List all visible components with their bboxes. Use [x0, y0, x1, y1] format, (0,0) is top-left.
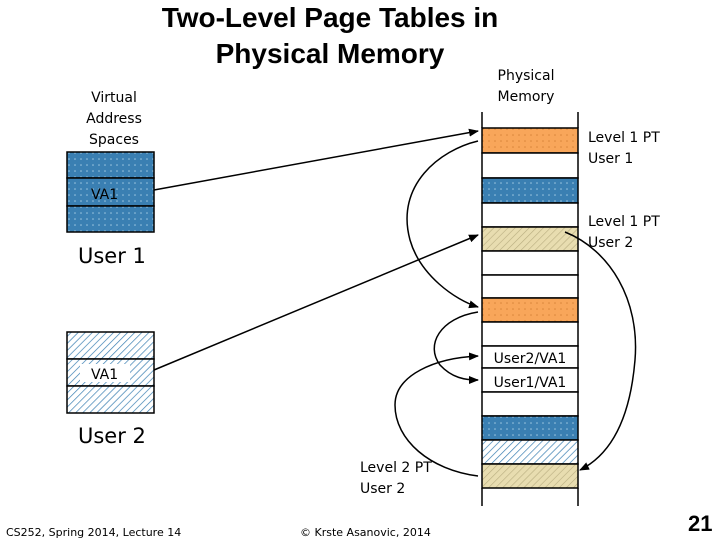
user1-page-0	[66, 151, 155, 179]
phys-frame-user1-page-2	[481, 415, 579, 441]
phys-frame-empty-6	[481, 391, 579, 417]
phys-frame-user1-va1	[481, 367, 579, 393]
phys-frame-l2-user1	[481, 297, 579, 323]
phys-frame-l2-user2	[481, 463, 579, 489]
level1-pt-user1-label: Level 1 PT User 1	[588, 130, 660, 167]
phys-frame-empty-1	[481, 152, 579, 179]
user2-label: User 2	[78, 424, 146, 448]
arrow-l1u2-to-l2u2	[564, 231, 637, 471]
course-footer: CS252, Spring 2014, Lecture 14	[6, 526, 182, 539]
arrow-l1u1-to-l2u1	[406, 140, 479, 309]
phys-frame-empty-2	[481, 202, 579, 228]
virtual-address-spaces-label: Virtual Address Spaces	[86, 90, 142, 148]
physical-memory-label: Physical Memory	[497, 68, 555, 105]
phys-frame-l1-user2	[481, 226, 579, 252]
phys-frame-l1-user1	[481, 127, 579, 154]
user1-va1-frame-label: User1/VA1	[494, 375, 567, 391]
user1-va1-label: VA1	[91, 187, 118, 203]
user2-page-0	[66, 331, 155, 360]
arrow-l2u2-to-va1	[394, 352, 479, 477]
physical-memory	[481, 112, 579, 506]
user1-address-space	[66, 151, 155, 233]
user2-va1-label-bg	[80, 364, 130, 382]
level1-pt-user2-label: Level 1 PT User 2	[588, 214, 660, 251]
page-number: 21	[688, 511, 713, 536]
arrow-user1-to-l1	[153, 128, 479, 191]
page-title: Two-Level Page Tables in Physical Memory	[161, 2, 499, 69]
phys-frame-empty-4	[481, 274, 579, 299]
arrows	[153, 128, 637, 477]
arrow-l2u1-to-va1	[433, 311, 479, 384]
user2-page-2	[66, 385, 155, 414]
phys-frame-user1-page	[481, 177, 579, 204]
user2-va1-label: VA1	[91, 367, 118, 383]
user1-label: User 1	[78, 244, 146, 268]
phys-frame-user2-page	[481, 439, 579, 465]
user1-page-2	[66, 205, 155, 233]
level2-pt-user2-label: Level 2 PT User 2	[360, 460, 432, 497]
phys-frame-empty-3	[481, 250, 579, 276]
arrow-user2-to-l1	[153, 234, 479, 371]
copyright-footer: © Krste Asanovic, 2014	[300, 526, 431, 539]
phys-frame-empty-5	[481, 321, 579, 347]
user2-va1-frame-label: User2/VA1	[494, 351, 567, 367]
